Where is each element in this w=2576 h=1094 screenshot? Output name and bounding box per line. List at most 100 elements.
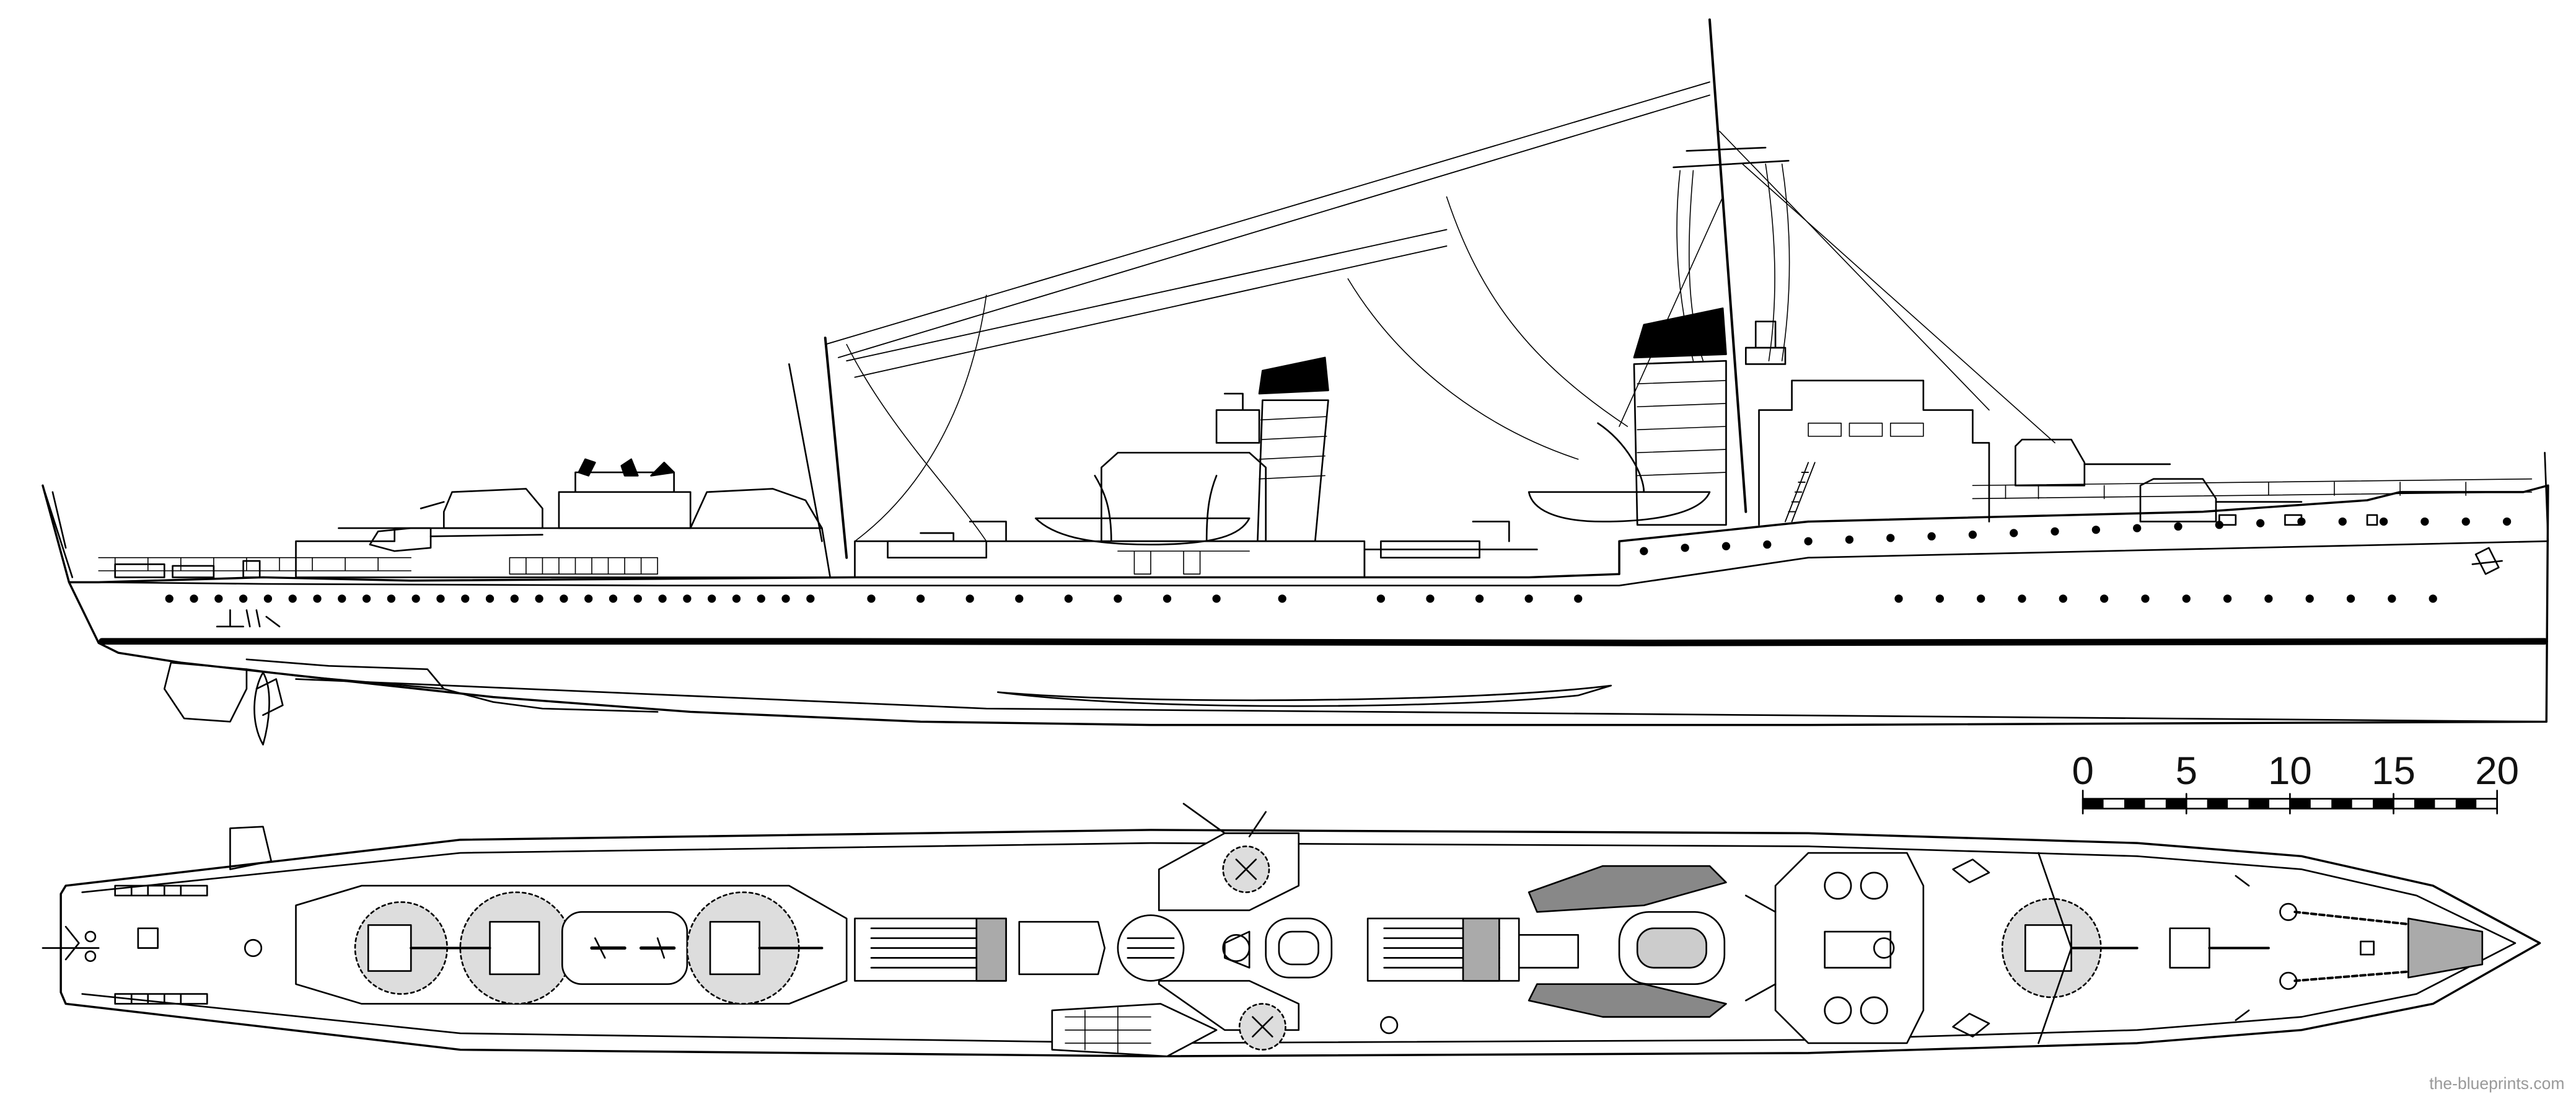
searchlight-platform-plan <box>1117 914 1185 982</box>
scale-tick-label-10: 10 <box>2268 749 2312 793</box>
stern-capstan <box>244 938 263 958</box>
stern-crane <box>229 826 273 870</box>
torpedo-tubes-aft <box>854 917 1007 982</box>
stern-hull-marking <box>216 609 281 628</box>
mainmast-secondary <box>788 363 823 542</box>
propeller <box>253 671 284 746</box>
midship-deck <box>854 540 1366 578</box>
aa-gun-starboard-midship <box>1158 980 1300 1051</box>
forward-funnel-plan <box>1618 911 1726 986</box>
midship-deckhouse-doors <box>1117 550 1250 575</box>
forward-gun-turret-plan-lower <box>2169 927 2270 969</box>
scale-tick-label-15: 15 <box>2372 749 2416 793</box>
scale-tick-label-0: 0 <box>2072 749 2093 793</box>
forward-aa-starboard <box>1952 1013 1990 1038</box>
forward-funnel <box>1633 360 1727 526</box>
rangefinder <box>1744 320 1787 365</box>
bow-jackstaff <box>2544 452 2549 542</box>
ships-boat-plan-forward-starboard <box>1528 983 1727 1018</box>
bridge-plan <box>1774 852 1925 1044</box>
scale-bar-segment <box>2083 798 2104 809</box>
scale-bar-segment <box>2414 798 2435 809</box>
depth-charge-rack-starboard <box>114 993 208 1005</box>
aft-deck-fittings <box>114 560 261 578</box>
midship-vent <box>1380 1016 1399 1034</box>
aft-gun-barrel-upper <box>420 501 445 510</box>
foremast-stays <box>1619 130 2055 444</box>
plan-stern-marks <box>64 925 97 962</box>
aft-gun-turret-plan-2 <box>429 891 573 1005</box>
aft-gun-turret-upper <box>442 488 543 529</box>
scale-bar-segment <box>2248 798 2269 809</box>
portholes-aft <box>165 594 1583 603</box>
scale-bar <box>2081 790 2498 814</box>
aft-aa-guns <box>578 458 675 477</box>
aft-gun-turret-plan-1 <box>354 901 478 995</box>
foremast-yard <box>1673 146 1790 169</box>
propeller-shaft-bracket <box>245 658 659 713</box>
rigging-to-funnel <box>1347 196 1629 460</box>
forward-aa-port <box>1952 858 1990 883</box>
stem-line <box>42 484 74 578</box>
aft-gun-turret-lower <box>338 527 432 552</box>
aft-deckhouse-windows <box>509 557 658 575</box>
keel-line <box>295 678 2546 723</box>
torpedo-mount-forward <box>1380 521 1510 559</box>
credit-watermark: the-blueprints.com <box>2429 1074 2564 1093</box>
after-funnel-cap <box>1258 356 1329 395</box>
after-funnel-platform <box>1215 392 1260 444</box>
scale-bar-segment <box>2331 798 2352 809</box>
scale-bar-segment <box>2207 798 2228 809</box>
foremast <box>1708 18 1747 513</box>
plan-deck-edge-port <box>81 842 2517 944</box>
forecastle-rail <box>1972 478 2533 500</box>
scale-bar-labels: 0 5 10 15 20 <box>2072 749 2519 793</box>
forward-gun-turret-upper <box>2015 438 2086 487</box>
torpedo-tubes-forward <box>1366 917 1520 982</box>
scale-bar-segment <box>2290 798 2311 809</box>
aft-gun-barrel-lower <box>429 534 543 537</box>
boat-davit-forward <box>1597 422 1645 493</box>
after-funnel-bands <box>1259 416 1327 480</box>
side-profile-view <box>42 18 2549 746</box>
forecastle-fittings <box>2218 514 2378 526</box>
boat-davit-aft <box>1094 475 1218 542</box>
scale-bar-segments <box>2083 798 2477 809</box>
mainmast <box>824 337 848 559</box>
aa-gun-port-midship <box>1158 832 1300 911</box>
bridge-windows <box>1808 422 1924 437</box>
midship-forward-deck <box>1363 549 1538 578</box>
forward-funnel-cap <box>1633 307 1727 359</box>
ships-boat-forward <box>1528 491 1711 523</box>
plan-view <box>42 803 2541 1057</box>
plan-aft-deckhouse <box>295 884 848 1005</box>
aa-gun-barrel-port <box>1182 803 1267 837</box>
forward-gun-turret-lower <box>2139 478 2217 523</box>
plan-deck-edge-starboard <box>81 942 2517 1044</box>
forward-funnel-bands <box>1637 380 1727 477</box>
scale-tick-label-5: 5 <box>2176 749 2197 793</box>
aft-searchlight-platform <box>689 488 823 529</box>
torpedo-mount-aft <box>887 521 1007 559</box>
rigging-aft <box>824 81 1710 378</box>
bow-fairleads <box>2235 875 2250 1021</box>
searchlight-aft <box>1101 452 1267 542</box>
bridge-structure <box>1758 379 1990 526</box>
aft-aa-platform <box>558 471 692 529</box>
scale-bar-segment <box>2373 798 2394 809</box>
ships-boat-plan-forward-port <box>1528 865 1727 913</box>
after-funnel <box>1257 399 1329 542</box>
anchor-chains-plan <box>2279 902 2484 990</box>
plan-hull-outline <box>59 829 2541 1057</box>
rudder <box>163 661 248 723</box>
scale-tick-label-20: 20 <box>2475 749 2519 793</box>
boot-topping-stripe <box>99 638 2548 646</box>
sheer-line <box>97 540 2547 587</box>
ships-boat-aft <box>1034 517 1251 545</box>
bilge-keel <box>996 684 1612 707</box>
depth-charge-rack-port <box>114 884 208 897</box>
foremast-halyards <box>1676 163 1790 361</box>
rigging-curve-aft <box>846 294 987 542</box>
aft-aa-platform-plan <box>561 911 688 986</box>
